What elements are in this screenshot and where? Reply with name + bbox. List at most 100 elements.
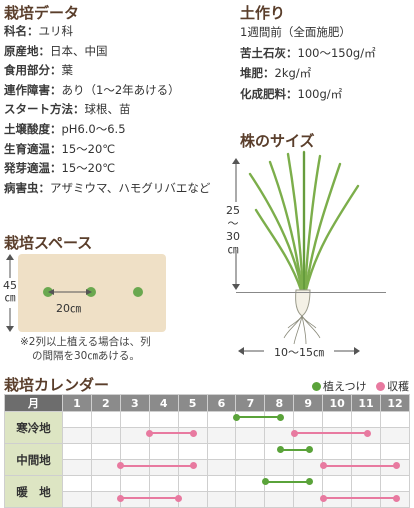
height-value-top: 25: [226, 204, 240, 217]
calendar-cell: [322, 459, 353, 476]
calendar-cell: [206, 459, 237, 476]
region-label: 暖 地: [4, 475, 63, 508]
spacing-note: ※2列以上植える場合は、列 の間隔を30㎝あける。: [20, 335, 151, 363]
plant-size-title: 株のサイズ: [240, 132, 315, 150]
cultivation-row: 食用部分：葉: [4, 63, 73, 77]
soil-value: 2kg/㎡: [274, 66, 312, 80]
cultivation-value: ユリ科: [38, 24, 74, 38]
calendar-legend: 植えつけ 収穫: [312, 378, 409, 394]
harvest-bar-end: [392, 462, 400, 470]
calendar-cell: [379, 411, 411, 428]
row-height-arrow-icon: [6, 254, 14, 332]
harvest-bar-start: [291, 429, 298, 437]
calendar-cell: [379, 443, 411, 460]
calendar-cell: [235, 411, 266, 428]
calendar-cell: [177, 411, 208, 428]
calendar-cell: [351, 459, 381, 476]
calendar-cell: [264, 427, 295, 444]
harvest-bar-end: [175, 494, 182, 502]
calendar-title: 栽培カレンダー: [4, 376, 110, 394]
height-value-bottom: 30: [226, 230, 240, 243]
calendar-cell: [351, 443, 381, 460]
harvest-bar: [149, 432, 193, 435]
calendar-cell: [293, 411, 324, 428]
calendar-cell: [90, 411, 121, 428]
harvest-bar-start: [320, 494, 327, 502]
calendar-cell: [62, 443, 92, 460]
cultivation-value: 15〜20℃: [61, 141, 116, 156]
calendar-cell: [119, 459, 150, 476]
harvest-bar: [120, 497, 178, 500]
soil-key: 化成肥料：: [240, 86, 298, 101]
month-header: 11: [351, 394, 381, 412]
cultivation-key: 発芽適温：: [4, 161, 62, 176]
calendar-cell: [206, 443, 237, 460]
calendar-cell: [235, 443, 266, 460]
harvest-bar-end: [392, 494, 400, 502]
soil-line: [236, 292, 386, 293]
soil-value: 1週間前（全面施肥）: [240, 25, 351, 39]
harvest-bar-end: [189, 462, 197, 470]
cultivation-key: 生育適温：: [4, 141, 62, 156]
soil-value: 100g/㎡: [297, 86, 343, 101]
month-header: 10: [322, 394, 353, 412]
cultivation-key: 食用部分：: [4, 63, 62, 78]
month-header: 6: [206, 394, 237, 412]
soil-row: 1週間前（全面施肥）: [240, 24, 351, 40]
plant-legend-label: 植えつけ: [323, 380, 367, 393]
calendar-row: 寒冷地: [4, 411, 411, 444]
calendar-cell: [322, 443, 353, 460]
plant-bar-end: [305, 446, 313, 453]
month-header: 3: [119, 394, 150, 412]
harvest-bar-start: [320, 462, 327, 470]
cultivation-row: 土壌酸度：pH6.0〜6.5: [4, 122, 126, 136]
harvest-bar-end: [189, 429, 197, 437]
region-label: 寒冷地: [4, 411, 63, 444]
calendar-cell: [293, 427, 324, 444]
green-onion-illustration: [248, 150, 360, 345]
calendar-cell: [148, 411, 179, 428]
month-header: 9: [293, 394, 324, 412]
plant-bar: [236, 416, 280, 419]
calendar-cell: [148, 459, 179, 476]
calendar-cell: [351, 411, 381, 428]
cultivation-value: あり（1〜2年あける）: [61, 82, 180, 97]
calendar-cell: [177, 443, 208, 460]
calendar-cell: [148, 443, 179, 460]
cultivation-value: pH6.0〜6.5: [61, 122, 126, 136]
month-header: 1: [62, 394, 92, 412]
plant-legend-icon: [312, 382, 321, 391]
spacing-note-line1: ※2列以上植える場合は、列: [20, 336, 151, 348]
plant-gap-label: 20㎝: [56, 302, 81, 315]
cultivation-key: 原産地：: [4, 43, 50, 58]
harvest-legend-icon: [376, 382, 386, 391]
calendar-cell: [322, 411, 353, 428]
soil-row: 化成肥料：100g/㎡: [240, 86, 342, 102]
calendar-cell: [379, 427, 411, 444]
calendar-cell: [119, 411, 150, 428]
plant-bar-start: [276, 446, 284, 453]
harvest-bar: [323, 497, 396, 500]
calendar-cell: [235, 459, 266, 476]
calendar-cell: [62, 459, 92, 476]
calendar-cell: [322, 475, 353, 492]
calendar-cell: [62, 475, 92, 492]
calendar-cell: [293, 459, 324, 476]
calendar-cell: [235, 475, 266, 492]
month-header: 12: [379, 394, 411, 412]
calendar-cell: [206, 427, 237, 444]
calendar-header-month: 月: [4, 394, 63, 412]
month-header: 4: [148, 394, 179, 412]
cultivation-row: 科名：ユリ科: [4, 24, 73, 38]
width-arrow-icon: [238, 347, 360, 355]
cultivation-value: 15〜20℃: [61, 161, 116, 176]
calendar-cell: [119, 475, 150, 492]
row-height-unit: ㎝: [4, 291, 16, 304]
harvest-bar: [294, 432, 367, 435]
cultivation-value: アザミウマ、ハモグリバエなど: [50, 180, 211, 195]
calendar-cell: [148, 475, 179, 492]
calendar-cell: [264, 459, 295, 476]
harvest-bar: [323, 464, 396, 467]
cultivation-key: 科名：: [4, 24, 39, 38]
